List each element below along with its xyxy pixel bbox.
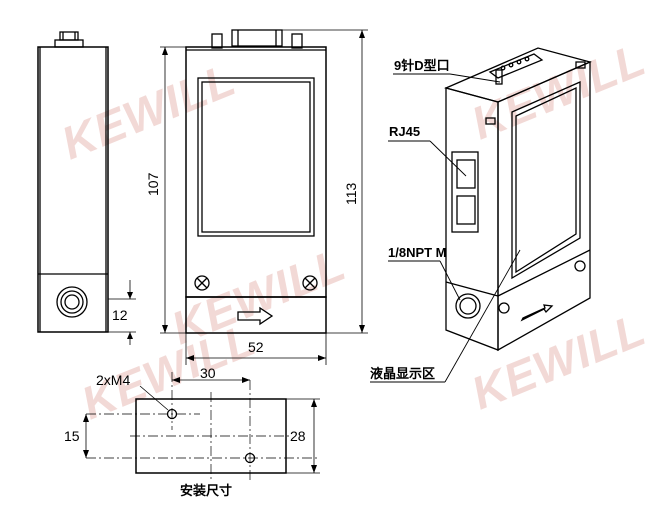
label-port: 1/8NPT M — [388, 245, 447, 260]
isometric-view — [444, 47, 592, 352]
dim-front-height: 107 — [145, 172, 161, 196]
watermark-text: KEWILL — [54, 53, 243, 170]
label-mounting: 安装尺寸 — [180, 483, 232, 498]
leader-lines — [370, 73, 521, 383]
dim-side-port-offset: 12 — [112, 307, 128, 323]
dim-mount-width: 28 — [290, 428, 306, 444]
dim-mount-holes: 2xM4 — [96, 372, 130, 388]
front-view — [185, 29, 327, 334]
dim-total-height: 113 — [343, 182, 359, 205]
front-dimension-lines — [160, 29, 368, 365]
watermark-text: KEWILL — [464, 303, 653, 420]
dim-mount-spacing: 30 — [200, 365, 216, 381]
label-rj45: RJ45 — [389, 124, 420, 139]
dim-width: 52 — [248, 339, 264, 355]
side-view — [37, 31, 136, 345]
dim-mount-depth: 15 — [64, 428, 80, 444]
label-connector: 9针D型口 — [394, 58, 450, 73]
mounting-view — [83, 372, 320, 482]
watermarks: KEWILL KEWILL KEWILL KEWILL KEWILL — [54, 33, 653, 430]
label-display: 液晶显示区 — [370, 366, 435, 381]
